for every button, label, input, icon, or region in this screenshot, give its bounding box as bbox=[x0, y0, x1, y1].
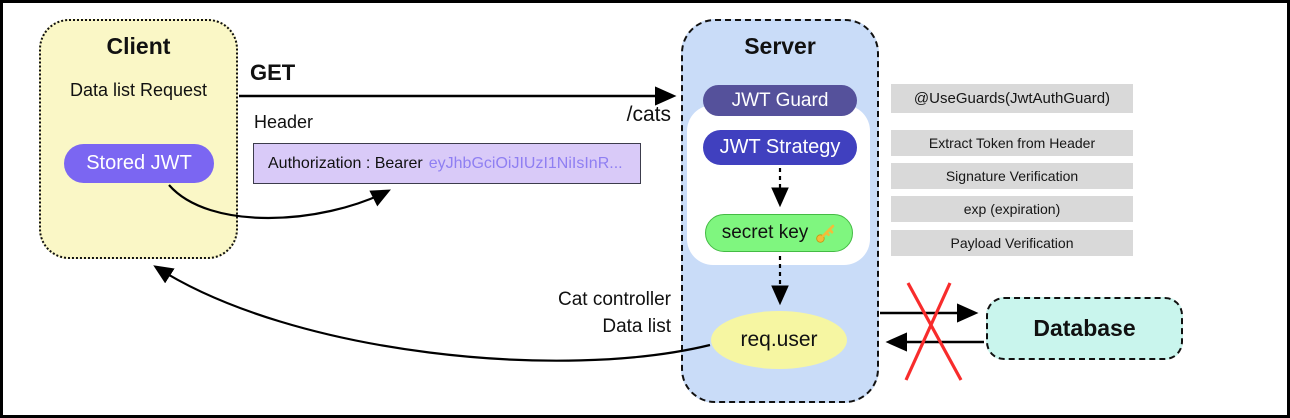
req-user-label: req.user bbox=[740, 328, 818, 351]
controller-line1: Cat controller bbox=[558, 289, 671, 310]
annotation-use-guards: @UseGuards(JwtAuthGuard) bbox=[891, 84, 1133, 113]
client-request-text: Data list Request bbox=[69, 80, 208, 100]
authorization-header-box: Authorization : Bearer eyJhbGciOiJIUzI1N… bbox=[253, 143, 641, 184]
controller-line2: Data list bbox=[602, 316, 671, 337]
stored-jwt-pill: Stored JWT bbox=[64, 144, 214, 183]
jwt-guard-pill: JWT Guard bbox=[703, 85, 857, 116]
annotation-step: exp (expiration) bbox=[891, 196, 1133, 222]
authorization-prefix: Authorization : Bearer bbox=[268, 154, 423, 172]
client-title: Client bbox=[106, 33, 171, 59]
jwt-strategy-pill: JWT Strategy bbox=[703, 130, 857, 165]
request-path-label: /cats bbox=[626, 103, 671, 126]
blocked-cross-icon bbox=[904, 282, 963, 381]
annotation-step: Payload Verification bbox=[891, 230, 1133, 256]
database-title: Database bbox=[1033, 315, 1136, 341]
jwt-token-text: eyJhbGciOiJIUzI1NiIsInR... bbox=[428, 154, 623, 172]
http-method-label: GET bbox=[250, 60, 296, 85]
secret-key-pill: secret key bbox=[705, 214, 853, 252]
server-title: Server bbox=[744, 33, 816, 59]
annotation-step: Signature Verification bbox=[891, 163, 1133, 189]
database-box: Database bbox=[986, 297, 1183, 360]
header-label: Header bbox=[254, 112, 314, 132]
stored-jwt-label: Stored JWT bbox=[86, 152, 192, 174]
controller-label: Cat controller Data list bbox=[443, 286, 671, 340]
annotation-step: Extract Token from Header bbox=[891, 130, 1133, 156]
key-icon bbox=[815, 223, 836, 244]
jwt-strategy-label: JWT Strategy bbox=[719, 136, 841, 158]
req-user-ellipse: req.user bbox=[711, 311, 847, 369]
secret-key-label: secret key bbox=[721, 222, 809, 243]
jwt-guard-label: JWT Guard bbox=[731, 89, 829, 111]
